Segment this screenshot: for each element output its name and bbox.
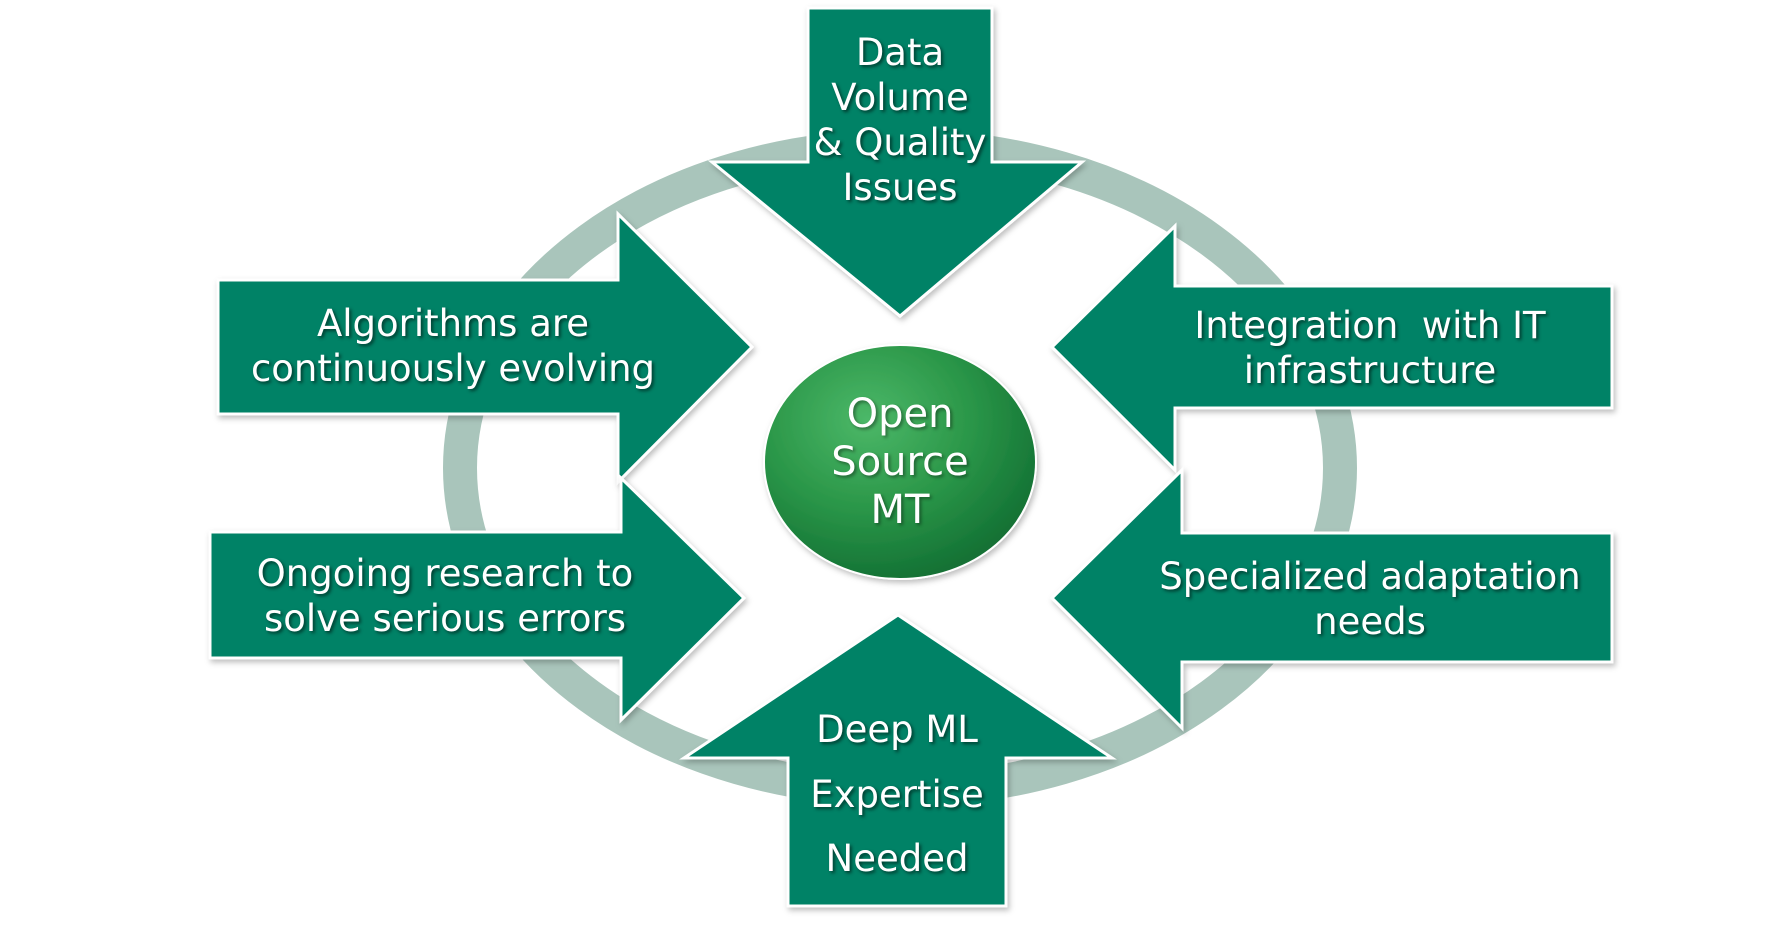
arrow-right-lower — [1049, 466, 1614, 732]
center-label: Open Source MT — [770, 370, 1030, 554]
arrow-right-upper — [1049, 222, 1614, 474]
label-right-upper: Integration with IT infrastructure — [1140, 292, 1600, 404]
arrow-top — [707, 6, 1087, 318]
label-right-upper-line: infrastructure — [1243, 349, 1497, 392]
center-node — [763, 344, 1037, 580]
label-right-upper-line: Integration with IT — [1194, 303, 1546, 347]
arrow-left-upper — [216, 210, 755, 486]
center-label-line: Open — [846, 391, 954, 437]
label-left-lower-line: solve serious errors — [263, 597, 627, 640]
label-bottom-line: Deep ML — [816, 707, 978, 751]
center-label-line: MT — [870, 487, 930, 533]
label-left-lower-line: Ongoing research to — [256, 551, 634, 595]
label-top-line: Data — [855, 30, 945, 74]
label-top-line: & Quality — [813, 121, 987, 164]
label-right-lower: Specialized adaptation needs — [1140, 543, 1600, 655]
label-top-line: Volume — [831, 75, 969, 119]
label-left-upper: Algorithms are continuously evolving — [218, 290, 688, 402]
arrow-bottom — [679, 613, 1117, 908]
label-left-lower: Ongoing research to solve serious errors — [210, 540, 680, 652]
label-bottom: Deep ML Expertise Needed — [788, 690, 1006, 900]
label-bottom-line: Needed — [825, 837, 969, 881]
label-top: Data Volume & Quality Issues — [790, 20, 1010, 220]
center-label-line: Source — [831, 439, 969, 485]
label-top-line: Issues — [842, 166, 958, 210]
label-right-lower-line: Specialized adaptation — [1159, 554, 1581, 598]
label-bottom-line: Expertise — [810, 772, 984, 816]
label-left-upper-line: Algorithms are — [316, 301, 590, 345]
label-left-upper-line: continuously evolving — [250, 347, 656, 390]
arrow-left-lower — [208, 474, 747, 724]
label-right-lower-line: needs — [1314, 600, 1426, 643]
